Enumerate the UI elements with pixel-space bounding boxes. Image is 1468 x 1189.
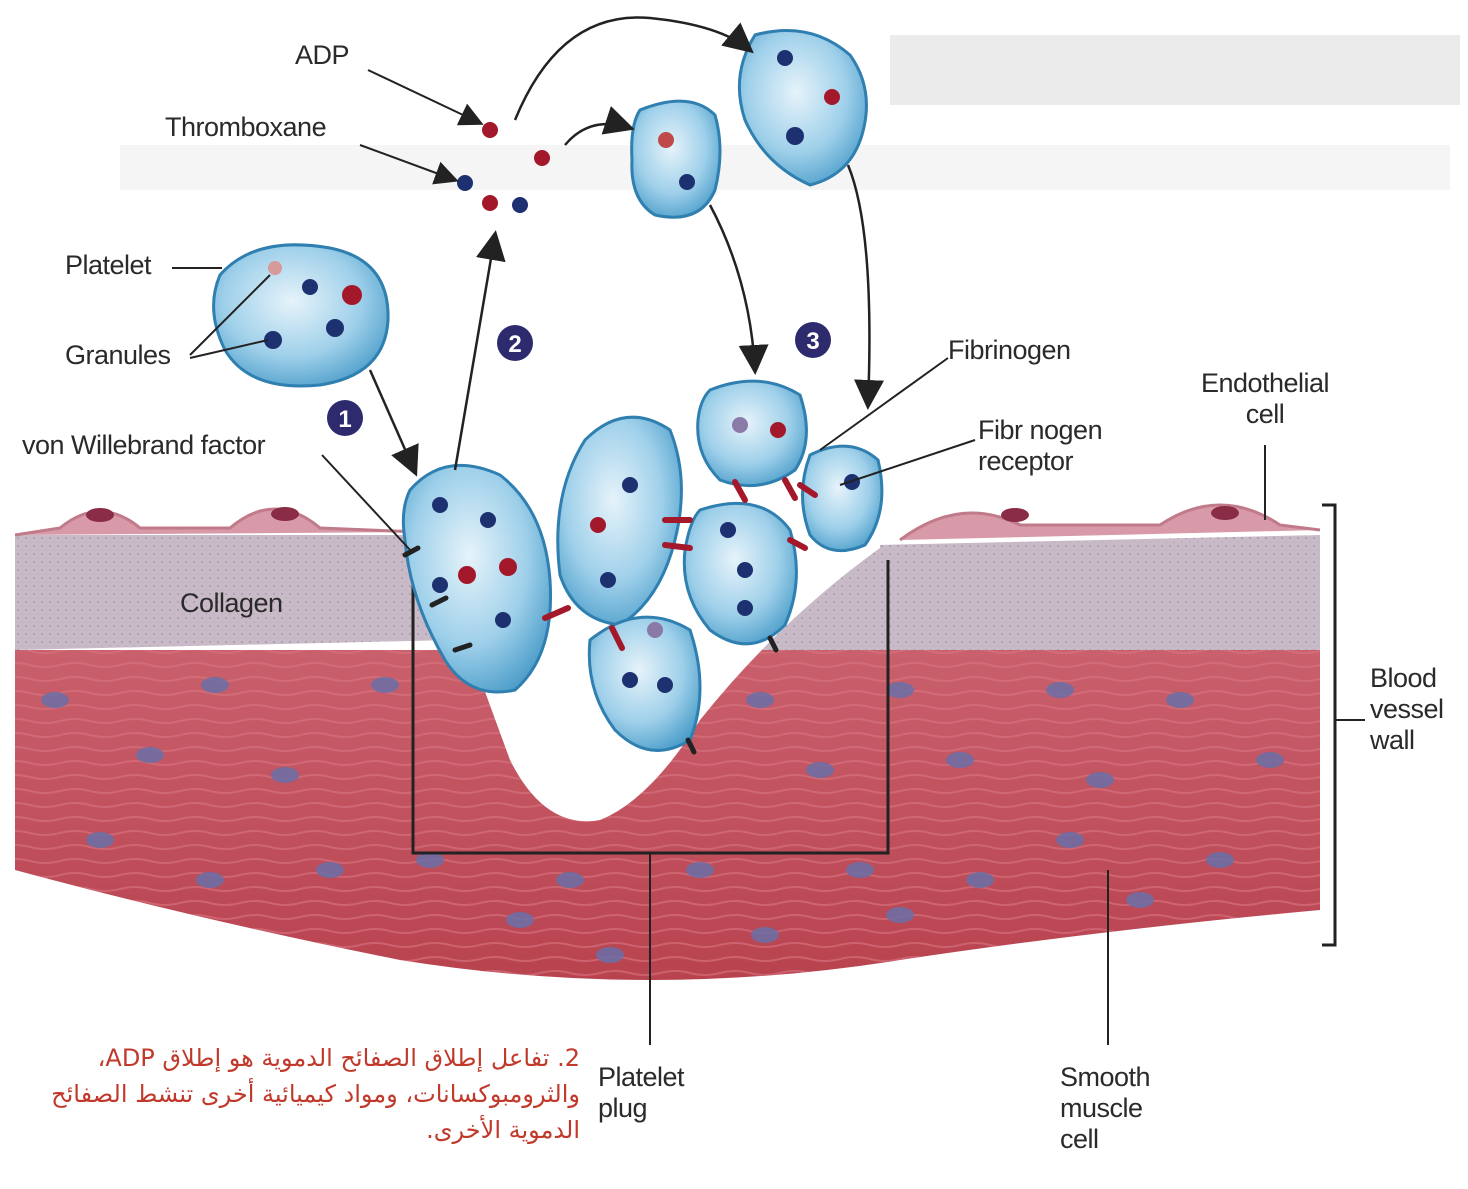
activated-platelet-top [739,31,866,186]
resting-platelet [214,245,388,386]
caption-arabic: 2. تفاعل إطلاق الصفائح الدموية هو إطلاق … [50,1040,580,1148]
step-badge-2: 2 [497,325,533,361]
plug-platelet-far-right [803,446,882,551]
svg-text:2: 2 [508,331,521,358]
label-adp: ADP [295,40,349,71]
label-von-willebrand-factor: von Willebrand factor [22,430,265,461]
vessel-wall-bracket [1322,505,1335,945]
label-endothelial-cell: Endothelial cell [1180,368,1350,430]
label-thromboxane: Thromboxane [165,112,326,143]
label-smooth-muscle-cell: Smooth muscle cell [1060,1062,1190,1155]
activated-platelet-middle [632,101,720,217]
label-platelet-plug: Platelet plug [598,1062,718,1124]
label-platelet: Platelet [65,250,151,281]
label-blood-vessel-wall: Blood vessel wall [1370,663,1465,756]
label-fibrinogen-receptor: Fibr nogen receptor [978,415,1138,477]
plug-platelet-upper-right [698,381,807,486]
released-chemicals [457,122,550,213]
step-badge-3: 3 [795,322,831,358]
label-granules: Granules [65,340,171,371]
label-fibrinogen: Fibrinogen [948,335,1071,366]
label-collagen: Collagen [180,588,283,619]
endothelium [15,509,420,535]
svg-text:3: 3 [806,328,819,355]
step-badge-1: 1 [327,400,363,436]
svg-text:1: 1 [338,406,351,433]
